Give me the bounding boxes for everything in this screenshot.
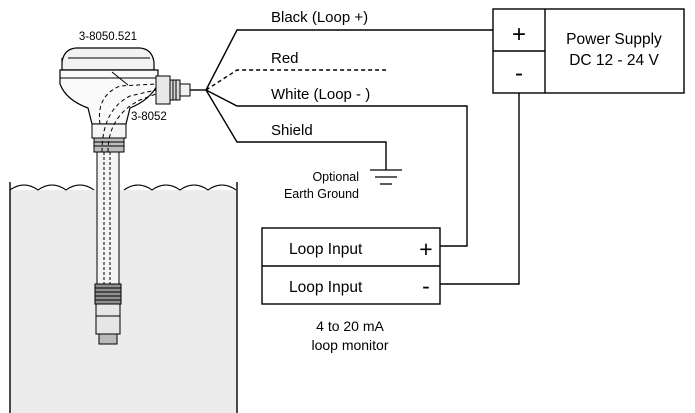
sensor-stem — [96, 151, 120, 285]
sensor — [59, 47, 191, 345]
power-supply-plus-terminal: + — [512, 21, 526, 48]
wire-red — [205, 69, 386, 91]
cable-gland — [155, 75, 191, 105]
ground-label-earth: Earth Ground — [284, 187, 359, 201]
sensor-head-cap — [61, 47, 155, 71]
power-supply-title: Power Supply — [566, 31, 662, 48]
sensor-neck — [91, 123, 127, 139]
sensor-electrode-body — [95, 303, 121, 335]
loop-monitor-caption-2: loop monitor — [311, 337, 388, 353]
liquid-surface-line — [9, 184, 237, 191]
wire-black — [205, 29, 495, 91]
power-supply — [492, 8, 685, 94]
loop-monitor-caption-1: 4 to 20 mA — [316, 318, 384, 334]
wire-label-white: White (Loop - ) — [271, 86, 370, 103]
wire-label-shield: Shield — [271, 122, 313, 139]
body-part-number: 3-8052 — [131, 111, 167, 123]
ground-label-optional: Optional — [312, 170, 359, 184]
power-supply-minus-terminal: - — [515, 60, 523, 87]
head-part-number: 3-8050.521 — [79, 31, 137, 43]
loop-input-plus-label: Loop Input — [289, 241, 363, 258]
wire-power-minus — [440, 93, 520, 285]
power-supply-voltage: DC 12 - 24 V — [569, 52, 659, 69]
liquid-surface — [9, 184, 237, 191]
wire-white — [205, 89, 468, 247]
loop-input-plus-terminal: + — [419, 236, 432, 262]
sensor-thread — [93, 137, 125, 153]
wires — [190, 29, 520, 285]
wire-shield — [205, 89, 387, 170]
wire-label-red: Red — [271, 50, 299, 67]
sensor-tip — [98, 333, 118, 345]
loop-input-minus-terminal: - — [422, 273, 430, 299]
wire-label-black: Black (Loop +) — [271, 9, 368, 26]
liquid-fill — [10, 190, 237, 413]
tank — [9, 182, 238, 413]
earth-ground-symbol — [370, 169, 402, 185]
sensor-threaded-end — [94, 283, 122, 305]
loop-input-minus-label: Loop Input — [289, 279, 363, 296]
loop-monitor — [261, 227, 441, 305]
